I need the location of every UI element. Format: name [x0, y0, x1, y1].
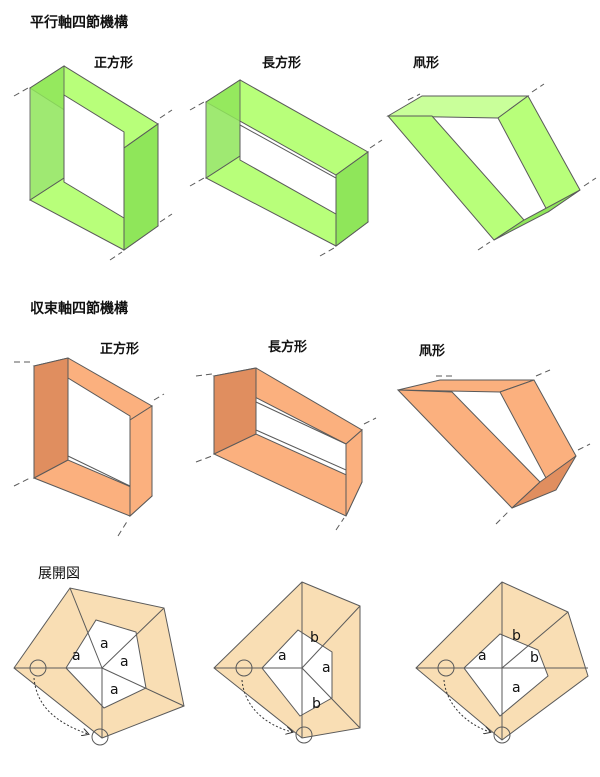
parallel-rectangle-right-face — [335, 151, 369, 247]
development-square-label-4: a — [110, 682, 119, 698]
development-square-circle-1 — [29, 659, 47, 677]
convergent-rectangle-figure — [195, 367, 377, 531]
convergent-square-axis-4 — [117, 519, 129, 537]
development-rectangle-circle-2 — [295, 726, 313, 744]
convergent-square-axis-2 — [153, 393, 165, 401]
parallel-square-axis-2 — [159, 109, 173, 119]
development-kite-label-4: a — [512, 680, 521, 696]
convergent-kite-axis-4 — [495, 511, 509, 525]
development-rectangle-arrow — [241, 679, 292, 732]
parallel-section-title: 平行軸四節機構 — [30, 15, 128, 31]
convergent-rectangle-axis-4 — [335, 517, 345, 531]
convergent-square-left-face — [33, 357, 69, 479]
convergent-kite-bottom-face — [511, 455, 577, 509]
parallel-rectangle-axis-1 — [189, 101, 205, 111]
convergent-square-axis-3 — [13, 477, 31, 487]
development-rectangle-hole — [261, 629, 333, 717]
convergent-section-title: 収束軸四節機構 — [30, 301, 128, 317]
convergent-label-kite: 凧形 — [419, 344, 446, 359]
development-rectangle-label-3: a — [322, 660, 331, 676]
development-square-label-2: a — [100, 636, 109, 652]
development-rectangle-circle-1 — [235, 659, 253, 677]
convergent-kite-axis-3 — [577, 443, 591, 451]
development-kite-circle-2 — [493, 726, 511, 744]
parallel-kite-axis-3 — [583, 177, 597, 187]
parallel-kite-right-face — [497, 95, 581, 213]
parallel-square-axis-3 — [159, 213, 173, 223]
convergent-rectangle-axis-2 — [363, 417, 377, 425]
parallel-label-square: 正方形 — [94, 56, 134, 71]
convergent-kite-figure — [396, 369, 591, 525]
convergent-square-hole — [67, 377, 131, 487]
parallel-rectangle-figure — [189, 79, 383, 257]
development-rectangle-label-2: a — [278, 648, 287, 664]
parallel-square-axis-4 — [109, 251, 123, 261]
development-square-label-3: a — [120, 654, 129, 670]
convergent-rectangle-hole — [255, 401, 347, 471]
parallel-rectangle-axis-4 — [319, 247, 335, 257]
development-kite-label-2: a — [478, 648, 487, 664]
parallel-square-figure — [13, 65, 173, 261]
development-rectangle-label-1: b — [310, 630, 319, 646]
development-square-label-1: a — [72, 648, 81, 664]
convergent-square-right-face — [129, 405, 153, 518]
parallel-square-axis-1 — [13, 87, 29, 97]
parallel-kite-axis-1 — [407, 93, 421, 101]
parallel-square-left-face — [29, 65, 65, 201]
development-rectangle-label-4: b — [312, 696, 321, 712]
parallel-kite-left-face — [386, 115, 525, 241]
development-section-title: 展開図 — [38, 566, 80, 582]
development-square: a a a a — [13, 587, 185, 746]
development-kite-label-3: b — [530, 650, 539, 666]
parallel-square-hole — [63, 94, 125, 219]
convergent-rectangle-axis-3 — [195, 455, 213, 463]
development-kite-hole — [463, 633, 549, 717]
convergent-rectangle-left-face — [213, 367, 257, 455]
development-kite-label-1: b — [512, 628, 521, 644]
parallel-kite-figure — [386, 83, 597, 251]
parallel-kite-axis-4 — [477, 241, 491, 251]
development-kite: b a b a — [415, 581, 589, 744]
parallel-rectangle-hole — [239, 124, 337, 215]
convergent-label-square: 正方形 — [100, 342, 140, 357]
convergent-rectangle-right-face — [345, 428, 363, 517]
parallel-rectangle-axis-2 — [369, 139, 383, 149]
parallel-kite-bottom-face — [493, 189, 581, 241]
convergent-square-figure — [13, 357, 165, 537]
development-kite-circle-1 — [437, 659, 455, 677]
parallel-label-rectangle: 長方形 — [262, 56, 302, 71]
parallel-rectangle-axis-3 — [189, 177, 205, 187]
convergent-rectangle-axis-1 — [195, 373, 213, 377]
convergent-label-rectangle: 長方形 — [268, 340, 308, 355]
convergent-kite-axis-2 — [535, 369, 551, 377]
development-rectangle: b a a b — [213, 581, 361, 744]
parallel-label-kite: 凧形 — [413, 56, 440, 71]
development-square-circle-2 — [91, 728, 109, 746]
parallel-kite-axis-2 — [531, 83, 545, 93]
